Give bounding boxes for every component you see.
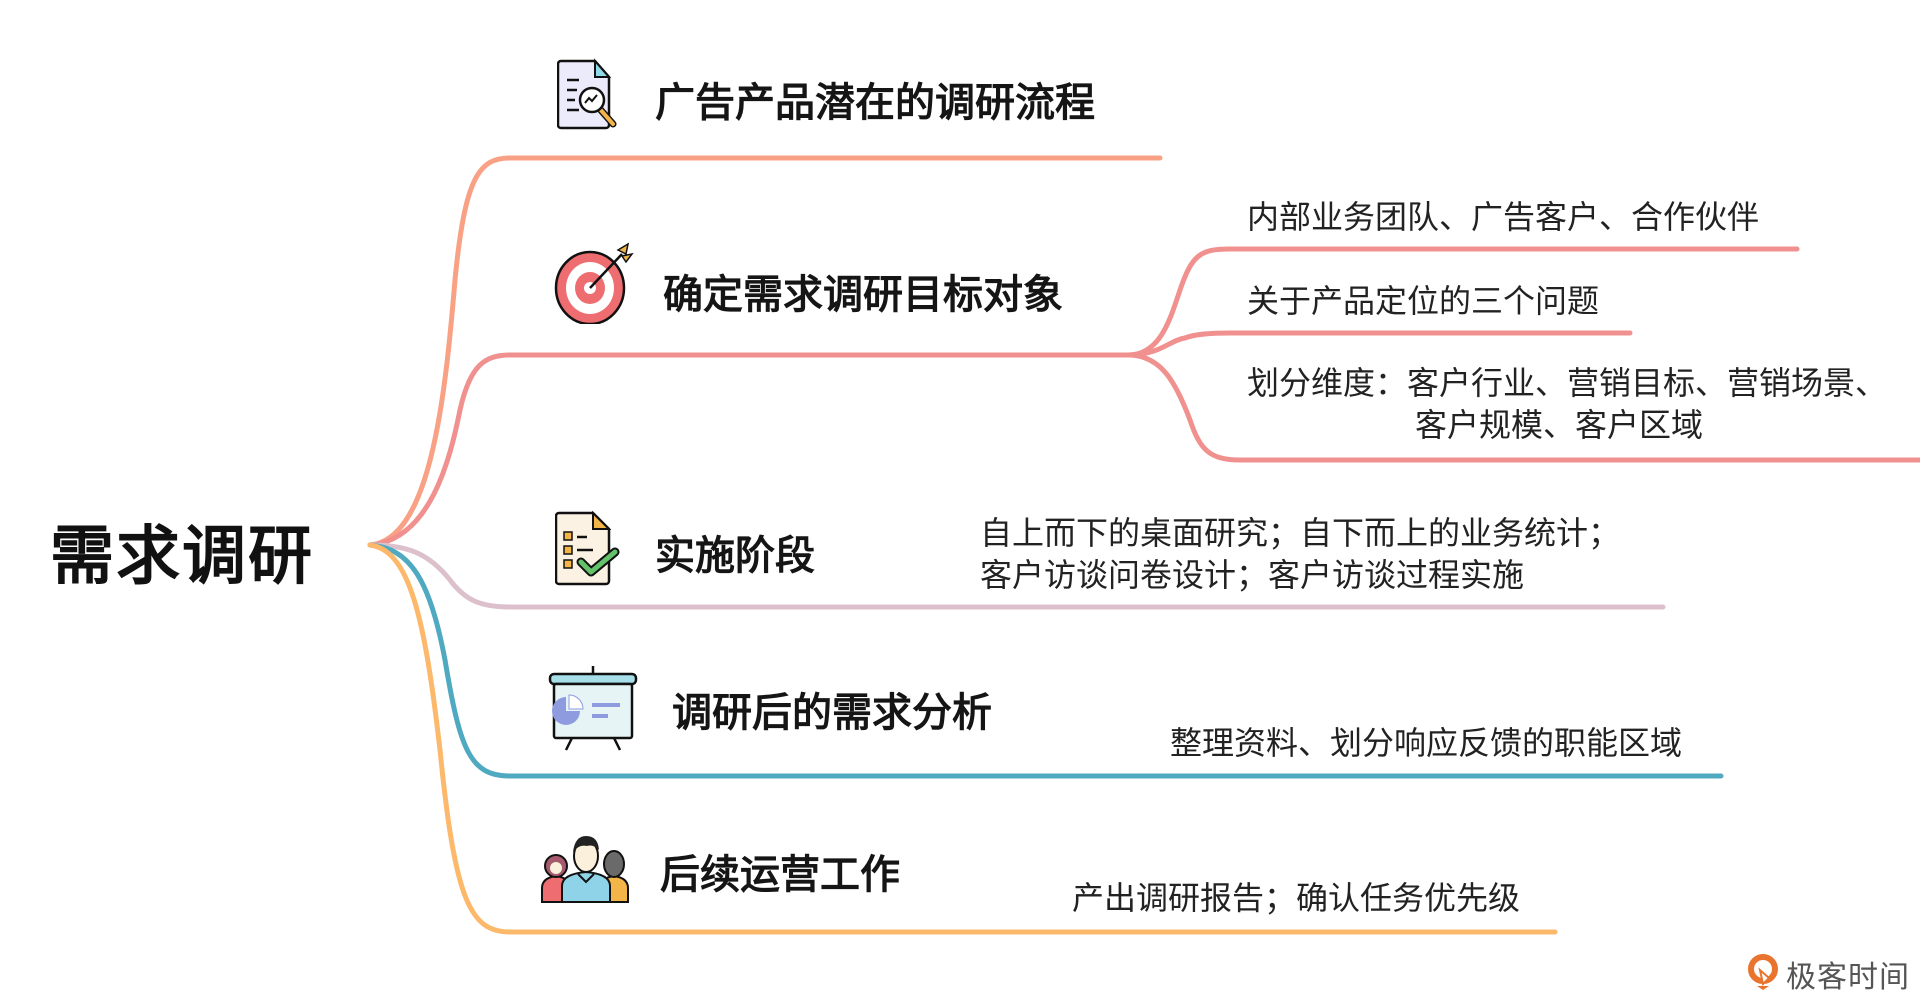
branch-5-topic[interactable]: 后续运营工作 <box>660 852 900 898</box>
branch-2-child-3-line-2: 客户规模、客户区域 <box>1415 406 1704 444</box>
checklist-icon <box>554 510 621 590</box>
branch-5-child-1[interactable]: 产出调研报告；确认任务优先级 <box>1072 879 1521 917</box>
branch-2-child-2[interactable]: 关于产品定位的三个问题 <box>1247 282 1600 320</box>
document-search-icon <box>556 58 625 134</box>
connector-branch-2 <box>367 352 1131 548</box>
geektime-logo: 极客时间 <box>1748 952 1910 996</box>
branch-3-child-1-line-2: 客户访谈问卷设计；客户访谈过程实施 <box>980 556 1525 594</box>
branch-2-child-1[interactable]: 内部业务团队、广告客户、合作伙伴 <box>1247 198 1760 236</box>
target-arrow-icon <box>552 242 634 328</box>
branch-4-child-1[interactable]: 整理资料、划分响应反馈的职能区域 <box>1170 724 1683 762</box>
connector-sub-2-2 <box>1125 330 1633 358</box>
team-people-icon <box>540 834 630 908</box>
connector-branch-3 <box>367 542 1666 610</box>
branch-2-child-3[interactable]: 划分维度：客户行业、营销目标、营销场景、 客户规模、客户区域 <box>1247 362 1887 446</box>
branch-3-topic[interactable]: 实施阶段 <box>655 533 815 579</box>
connector-branch-4 <box>367 542 1724 779</box>
branch-1-topic[interactable]: 广告产品潜在的调研流程 <box>655 80 1095 126</box>
geektime-logo-text: 极客时间 <box>1786 960 1910 995</box>
branch-4-topic[interactable]: 调研后的需求分析 <box>672 690 992 736</box>
branch-3-child-1-line-1: 自上而下的桌面研究；自下而上的业务统计； <box>980 514 1621 552</box>
connector-branch-1 <box>367 155 1163 548</box>
branch-2-child-3-line-1: 划分维度：客户行业、营销目标、营销场景、 <box>1247 364 1888 402</box>
branch-3-child-1[interactable]: 自上而下的桌面研究；自下而上的业务统计； 客户访谈问卷设计；客户访谈过程实施 <box>980 512 1620 596</box>
connector-branch-5 <box>367 542 1558 935</box>
branch-2-topic[interactable]: 确定需求调研目标对象 <box>663 272 1063 318</box>
root-topic[interactable]: 需求调研 <box>50 520 314 594</box>
connector-sub-2-1 <box>1125 246 1800 358</box>
connector-sub-2-3 <box>1125 352 1920 463</box>
presentation-board-icon <box>546 666 640 756</box>
geektime-logo-icon <box>1748 954 1778 994</box>
